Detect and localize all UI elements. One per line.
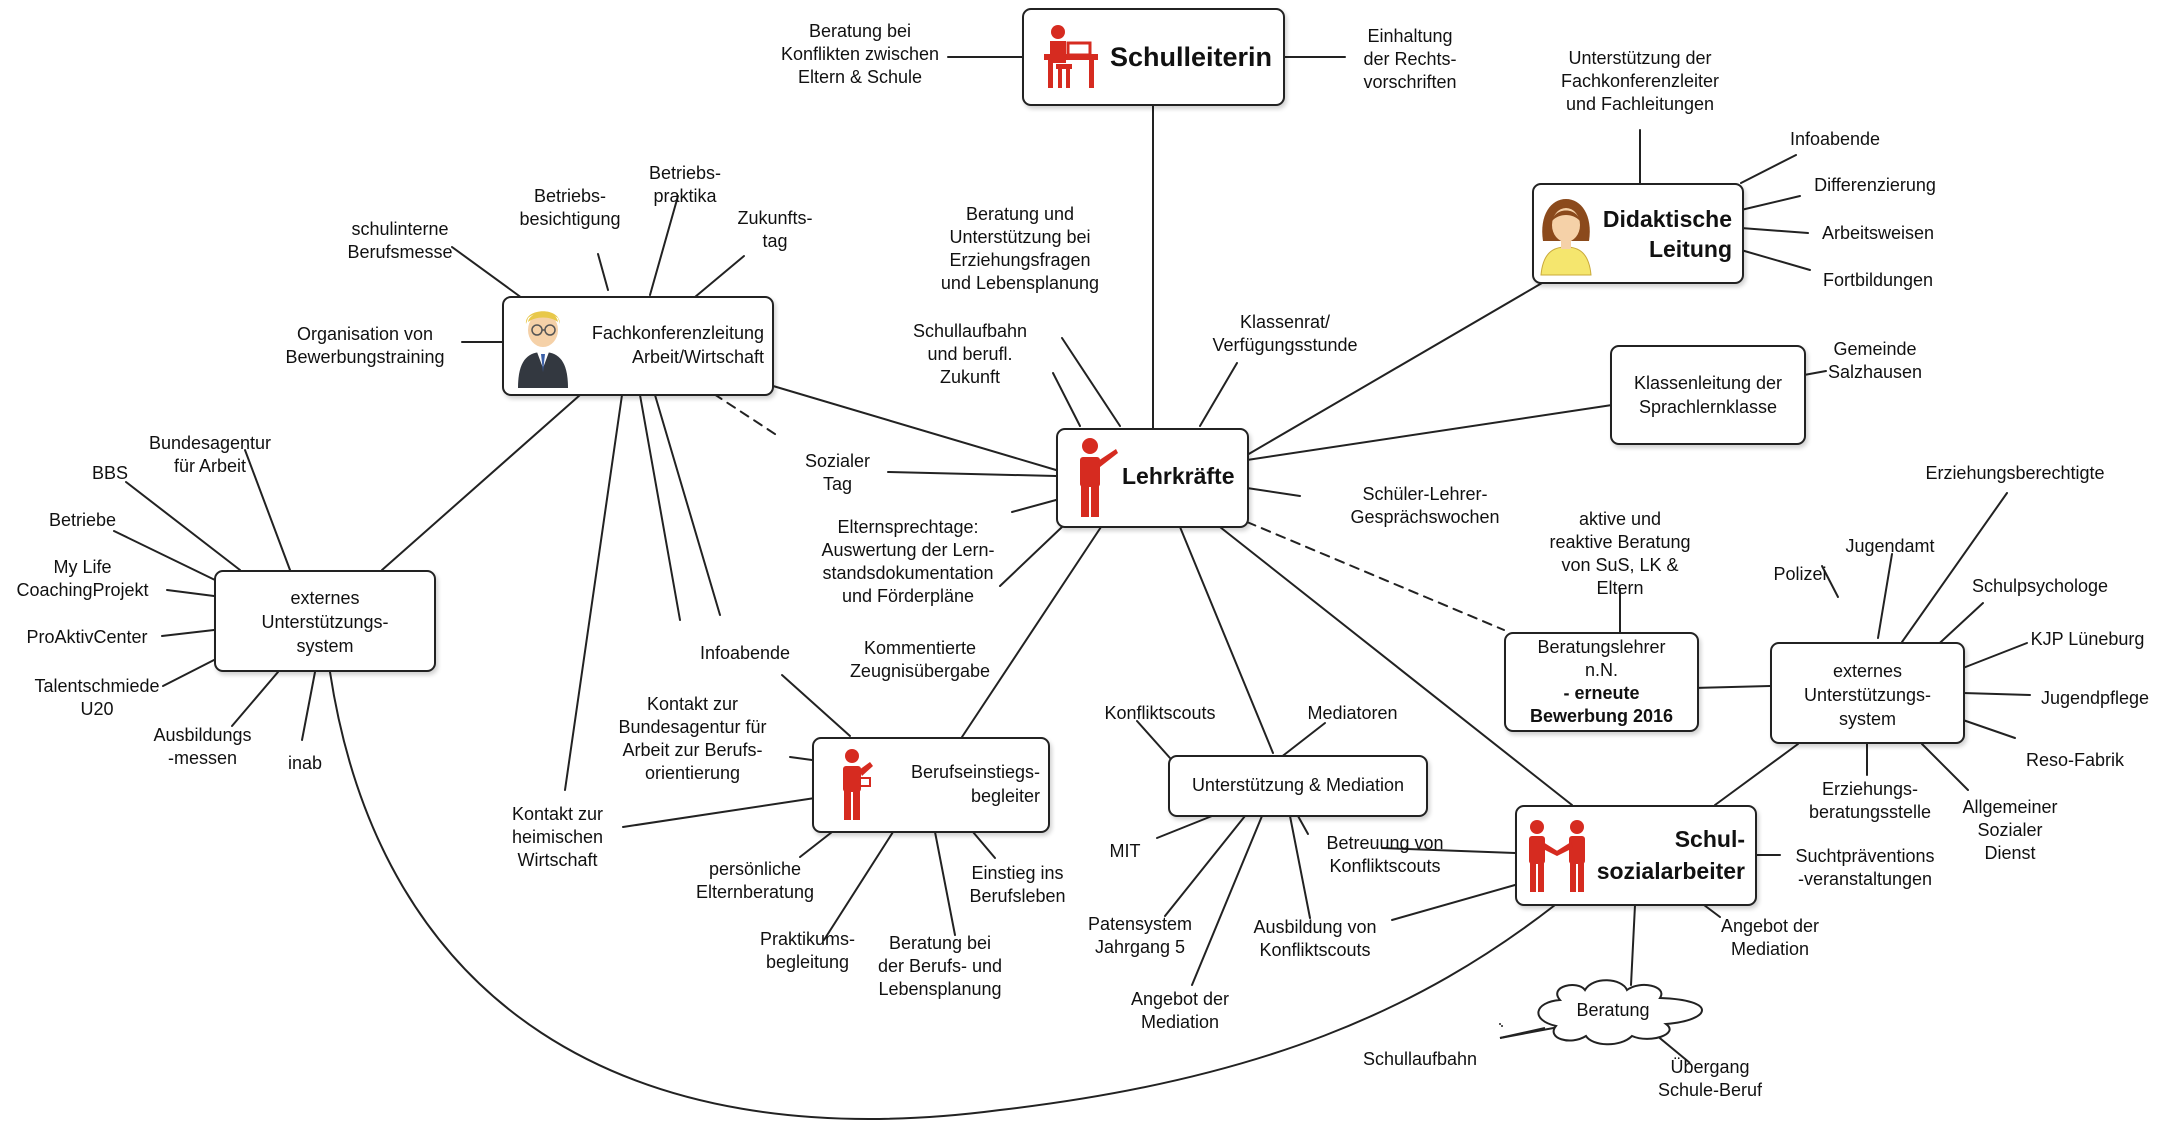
unterstuetzung-box[interactable] bbox=[1168, 755, 1428, 817]
woman-avatar-icon bbox=[1540, 199, 1592, 276]
fachkonferenz-title: Fachkonferenzleitung Arbeit/Wirtschaft bbox=[591, 323, 764, 367]
label-fachkonferenzleiter: Unterstützung der Fachkonferenzleiter un… bbox=[1560, 48, 1720, 114]
label-betriebspraktika: Betriebs- praktika bbox=[648, 163, 722, 206]
teacher-pointing-icon bbox=[1080, 438, 1118, 517]
label-aktive-beratung: aktive und reaktive Beratung von SuS, LK… bbox=[1549, 509, 1691, 598]
externes-links-title: externes Unterstützungs- system bbox=[261, 588, 389, 656]
helper-pointing-icon bbox=[843, 749, 873, 820]
label-bbs: BBS bbox=[91, 463, 129, 483]
externes-rechts-box[interactable] bbox=[1770, 642, 1965, 744]
label-talentschmiede: Talentschmiede U20 bbox=[34, 676, 160, 719]
connector-lines bbox=[113, 56, 2031, 1120]
schulsozialarbeiter-title: Schul- sozialarbeiter bbox=[1596, 826, 1745, 884]
beratung-cloud-label: Beratung bbox=[1576, 1000, 1650, 1020]
schulsozialarbeiter-box[interactable] bbox=[1515, 805, 1757, 906]
label-erziehungsberatung: Erziehungs- beratungsstelle bbox=[1808, 779, 1932, 822]
label-betreuung-scouts: Betreuung von Konfliktscouts bbox=[1326, 833, 1444, 876]
teacher-desk-icon bbox=[1044, 25, 1098, 88]
berufseinstieg-title: Berufseinstiegs- begleiter bbox=[910, 762, 1040, 806]
label-klassenrat: Klassenrat/ Verfügungsstunde bbox=[1212, 312, 1358, 355]
label-berufs-lebensplanung: Beratung bei der Berufs- und Lebensplanu… bbox=[877, 933, 1003, 999]
label-mediatoren: Mediatoren bbox=[1307, 703, 1398, 723]
externes-rechts-title: externes Unterstützungs- system bbox=[1803, 661, 1932, 729]
label-betriebe: Betriebe bbox=[48, 510, 117, 530]
label-mit: MIT bbox=[1109, 841, 1141, 861]
externes-links-box[interactable] bbox=[214, 570, 436, 672]
beratung-cloud-shape bbox=[1537, 979, 1703, 1046]
schulleiterin-title: Schulleiterin bbox=[1110, 42, 1273, 72]
label-reso: Reso-Fabrik bbox=[2025, 750, 2125, 770]
label-patensystem: Patensystem Jahrgang 5 bbox=[1087, 914, 1193, 957]
label-bundesagentur: Bundesagentur für Arbeit bbox=[148, 433, 272, 476]
handshake-icon bbox=[1529, 820, 1585, 892]
label-uebergang: Übergang Schule-Beruf bbox=[1657, 1057, 1763, 1100]
label-kontakt-ba: Kontakt zur Bundesagentur für Arbeit zur… bbox=[618, 694, 767, 783]
label-ausbildung-scouts: Ausbildung von Konfliktscouts bbox=[1253, 917, 1377, 960]
label-polizei: Polizei bbox=[1773, 564, 1827, 584]
label-jugendpflege: Jugendpflege bbox=[2040, 688, 2150, 708]
label-angebot-mediation-mitte: Angebot der Mediation bbox=[1130, 989, 1230, 1032]
label-inab: inab bbox=[287, 753, 323, 773]
label-zukunftstag: Zukunfts- tag bbox=[737, 208, 813, 251]
label-rechtsvorschriften: Einhaltung der Rechts- vorschriften bbox=[1363, 26, 1457, 92]
label-erziehungsfragen: Beratung und Unterstützung bei Erziehung… bbox=[940, 204, 1100, 293]
label-schullaufbahn: Schullaufbahn bbox=[1362, 1049, 1478, 1069]
unterstuetzung-title: Unterstützung & Mediation bbox=[1191, 775, 1405, 795]
label-sozialer-tag: Sozialer Tag bbox=[804, 451, 871, 494]
label-arbeitsweisen: Arbeitsweisen bbox=[1821, 223, 1935, 243]
label-fortbildungen: Fortbildungen bbox=[1822, 270, 1934, 290]
klassenleitung-box[interactable] bbox=[1610, 345, 1806, 445]
label-elternberatung: persönliche Elternberatung bbox=[695, 859, 815, 902]
label-kontakt-wirtschaft: Kontakt zur heimischen Wirtschaft bbox=[511, 804, 604, 870]
beratungslehrer-note: - erneute Bewerbung 2016 bbox=[1529, 683, 1674, 726]
label-jugendamt: Jugendamt bbox=[1845, 536, 1935, 556]
label-gemeinde: Gemeinde Salzhausen bbox=[1827, 339, 1923, 382]
lehrkraefte-title: Lehrkräfte bbox=[1122, 463, 1235, 489]
label-proaktiv: ProAktivCenter bbox=[26, 627, 148, 647]
label-konfliktscouts: Konfliktscouts bbox=[1104, 703, 1216, 723]
label-elternsprechtage: Elternsprechtage: Auswertung der Lern- s… bbox=[821, 517, 995, 606]
label-infoabende-links: Infoabende bbox=[699, 643, 791, 663]
label-ausbildungsmessen: Ausbildungs -messen bbox=[153, 725, 252, 768]
label-praktikumsbegleitung: Praktikums- begleitung bbox=[759, 929, 855, 972]
label-berufsmesse: schulinterne Berufsmesse bbox=[347, 219, 453, 262]
label-mylife: My Life CoachingProjekt bbox=[16, 557, 149, 600]
label-bewerbungstraining: Organisation von Bewerbungstraining bbox=[285, 324, 445, 367]
didaktische-leitung-title: Didaktische Leitung bbox=[1602, 206, 1732, 262]
label-zeugnisuebergabe: Kommentierte Zeugnisübergabe bbox=[849, 638, 991, 681]
label-sucht: Suchtpräventions -veranstaltungen bbox=[1795, 846, 1935, 889]
label-angebot-mediation-rechts: Angebot der Mediation bbox=[1720, 916, 1820, 959]
label-asd: Allgemeiner Sozialer Dienst bbox=[1962, 797, 2058, 863]
label-gespraechswochen: Schüler-Lehrer- Gesprächswochen bbox=[1350, 484, 1500, 527]
label-einstieg: Einstieg ins Berufsleben bbox=[969, 863, 1066, 906]
beratungslehrer-title: Beratungslehrer n.N. bbox=[1537, 637, 1666, 680]
label-schullaufbahn-beruf: Schullaufbahn und berufl. Zukunft bbox=[912, 321, 1028, 387]
label-differenzierung: Differenzierung bbox=[1814, 175, 1936, 195]
businessman-avatar-icon bbox=[518, 311, 568, 388]
label-erziehungsberechtigte: Erziehungsberechtigte bbox=[1925, 463, 2105, 483]
beratungslehrer-box[interactable] bbox=[1504, 632, 1699, 732]
label-betriebsbesichtigung: Betriebs- besichtigung bbox=[519, 186, 621, 229]
klassenleitung-title: Klassenleitung der Sprachlernklasse bbox=[1633, 373, 1783, 417]
label-infoabende-rechts: Infoabende bbox=[1789, 129, 1881, 149]
label-schulpsychologe: Schulpsychologe bbox=[1971, 576, 2109, 596]
label-kjp: KJP Lüneburg bbox=[2030, 629, 2145, 649]
label-konflikte: Beratung bei Konflikten zwischen Eltern … bbox=[780, 21, 940, 87]
